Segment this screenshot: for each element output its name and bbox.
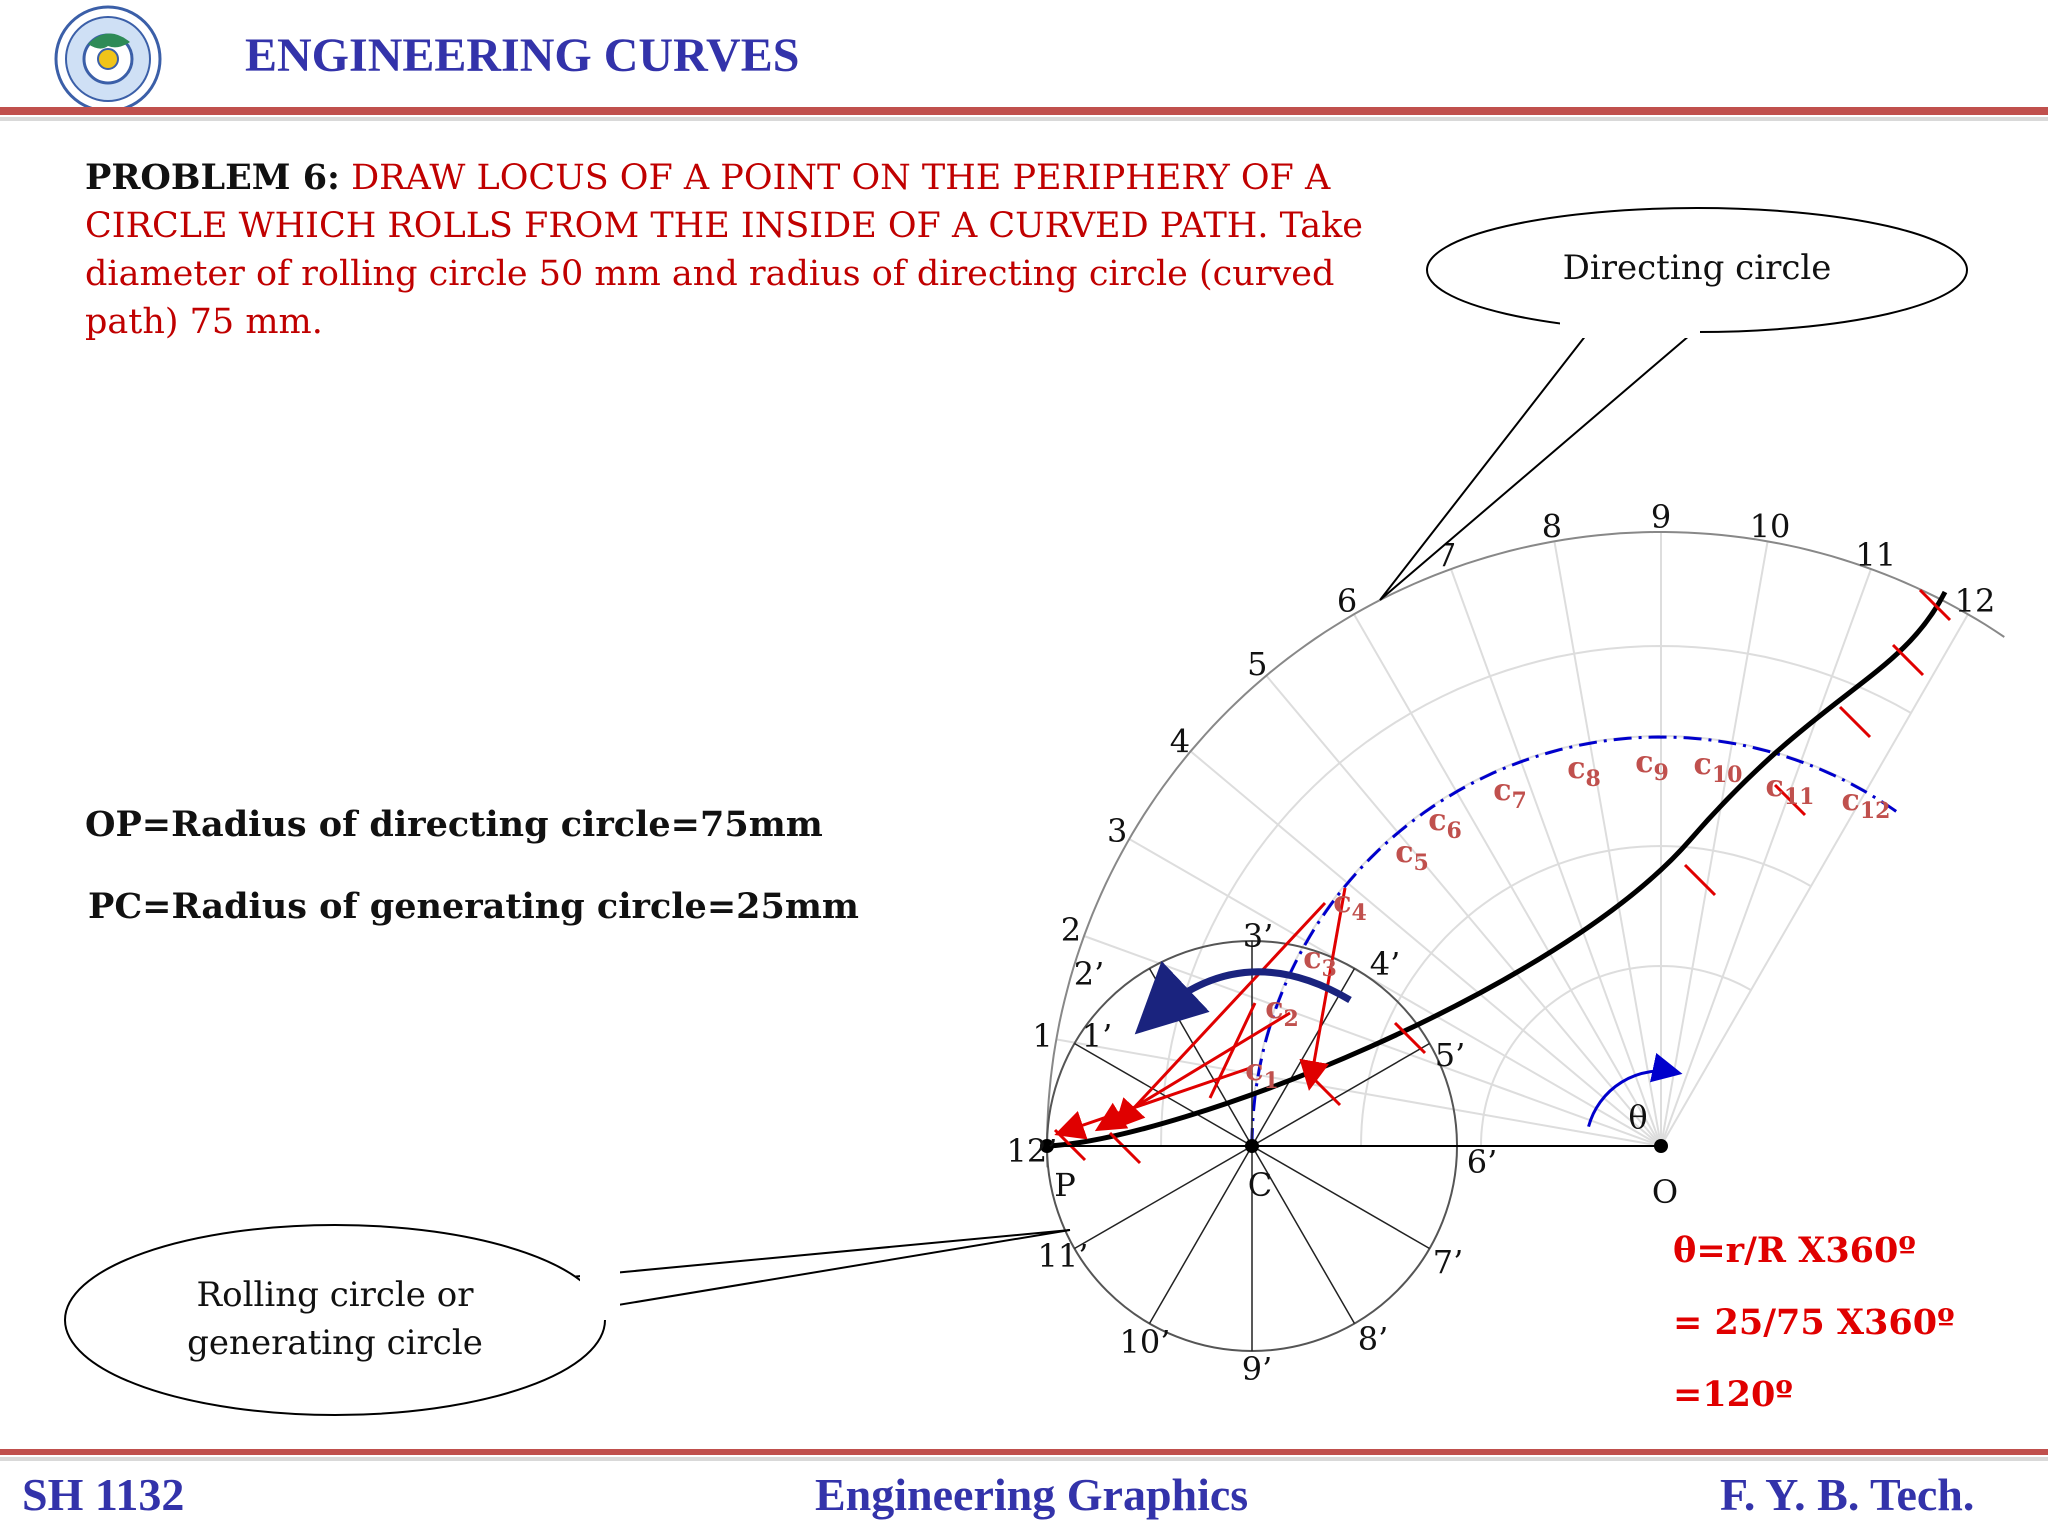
grid-radial-line [1190,750,1662,1147]
rolling-callout-line-1: Rolling circle or [197,1275,475,1315]
formula-line-3: =120º [1673,1374,1793,1415]
locus-tick-mark [1918,588,1952,622]
footer-class: F. Y. B. Tech. [1720,1469,1975,1520]
center-label-c8: c8 [1567,751,1601,792]
arc-label-1: 1 [1032,1017,1052,1055]
circle-label-4: 4’ [1370,945,1401,983]
circle-label-5: 5’ [1435,1036,1466,1074]
locus-tick-mark [1108,1131,1142,1165]
pc-note: PC=Radius of generating circle=25mm [88,886,859,927]
rolling-callout-bubble [64,1224,606,1416]
circle-label-2: 2’ [1074,955,1105,993]
center-label-c6: c6 [1428,803,1462,844]
directing-circle-arc [1045,531,2005,1168]
arc-label-4: 4 [1170,722,1190,760]
grid-radial-line [1056,1038,1662,1147]
center-label-c9: c9 [1635,745,1669,786]
label-C: C [1248,1166,1272,1204]
footer-divider-shadow [0,1457,2048,1461]
center-label-c2: c2 [1265,991,1299,1032]
point-O-marker [1654,1139,1668,1153]
directing-callout-pointer [1379,328,1693,601]
circle-label-7: 7’ [1433,1243,1464,1281]
grid-radial-line [1353,613,1662,1147]
formula-line-2: = 25/75 X360º [1673,1302,1955,1343]
problem-statement: PROBLEM 6: DRAW LOCUS OF A POINT ON THE … [85,154,1385,346]
header-divider [0,107,2048,115]
point-C-marker [1245,1139,1259,1153]
center-label-c10: c10 [1694,747,1743,788]
point-P-marker [1040,1139,1054,1153]
op-note: OP=Radius of directing circle=75mm [85,804,823,845]
center-label-c3: c3 [1303,941,1337,982]
circle-label-6: 6’ [1467,1143,1498,1181]
center-locus-path [1250,735,1903,1147]
arc-label-2: 2 [1061,911,1081,949]
arc-label-9: 9 [1651,498,1671,536]
construction-arrow [1113,901,1327,1130]
label-theta: θ [1628,1098,1647,1136]
arc-label-10: 10 [1750,508,1791,546]
arc-label-8: 8 [1542,508,1562,546]
center-label-c1: c1 [1245,1053,1279,1094]
formula-line-1: θ=r/R X360º [1673,1230,1916,1271]
directing-callout-text: Directing circle [1563,248,1832,288]
grid-radial-line [1450,568,1662,1147]
problem-label: PROBLEM 6: [85,157,340,198]
label-P: P [1054,1166,1076,1204]
arc-label-11: 11 [1855,536,1896,574]
grid-radial-line [1660,541,1769,1147]
grid-radial-line [1265,675,1662,1147]
grid-radial-line [1128,838,1662,1147]
arc-label-5: 5 [1247,645,1267,683]
theta-angle-arc [1587,1052,1683,1127]
rolling-callout-line-2: generating circle [187,1323,483,1363]
grid-radial-line [1660,568,1872,1147]
grid-radial-line [1660,613,1969,1147]
grid-radial-line [1553,541,1662,1147]
center-label-c7: c7 [1493,773,1527,814]
circle-label-1: 1’ [1082,1017,1113,1055]
construction-grid [1056,532,1969,1147]
circle-label-10: 10’ [1120,1323,1171,1361]
circle-label-3: 3’ [1243,917,1274,955]
center-label-c4: c4 [1333,885,1367,926]
rolling-direction-arrow [1134,960,1352,1035]
institute-logo-icon [54,5,162,113]
footer-course-name: Engineering Graphics [815,1469,1249,1520]
locus-tick-mark [1773,783,1807,817]
arc-label-6: 6 [1337,582,1357,620]
circle-label-12: 12’ [1007,1132,1058,1170]
center-label-c5: c5 [1395,835,1429,876]
locus-tick-mark [1683,863,1717,897]
arc-label-3: 3 [1107,812,1127,850]
label-O: O [1652,1173,1678,1211]
circle-label-9: 9’ [1242,1350,1273,1388]
center-label-c11: c11 [1766,769,1815,810]
locus-tick-mark [1308,1073,1342,1107]
epicycloid-locus-curve [1046,590,1948,1149]
arc-label-12: 12 [1955,582,1996,620]
page-title: ENGINEERING CURVES [245,29,800,82]
locus-tick-mark [1393,1021,1427,1055]
locus-tick-mark [1838,705,1872,739]
footer-course-code: SH 1132 [22,1469,185,1520]
problem-text: DRAW LOCUS OF A POINT ON THE PERIPHERY O… [85,158,1363,342]
header-divider-shadow [0,117,2048,121]
rolling-callout-pointer [557,1229,1071,1310]
circle-label-8: 8’ [1358,1320,1389,1358]
grid-arc [1360,844,1812,1147]
construction-line [1208,1002,1257,1099]
grid-arc [1480,964,1752,1147]
locus-tick-mark [1891,643,1925,677]
footer-divider [0,1449,2048,1455]
construction-arcs [1053,588,1952,1165]
circle-label-11: 11’ [1038,1237,1089,1275]
